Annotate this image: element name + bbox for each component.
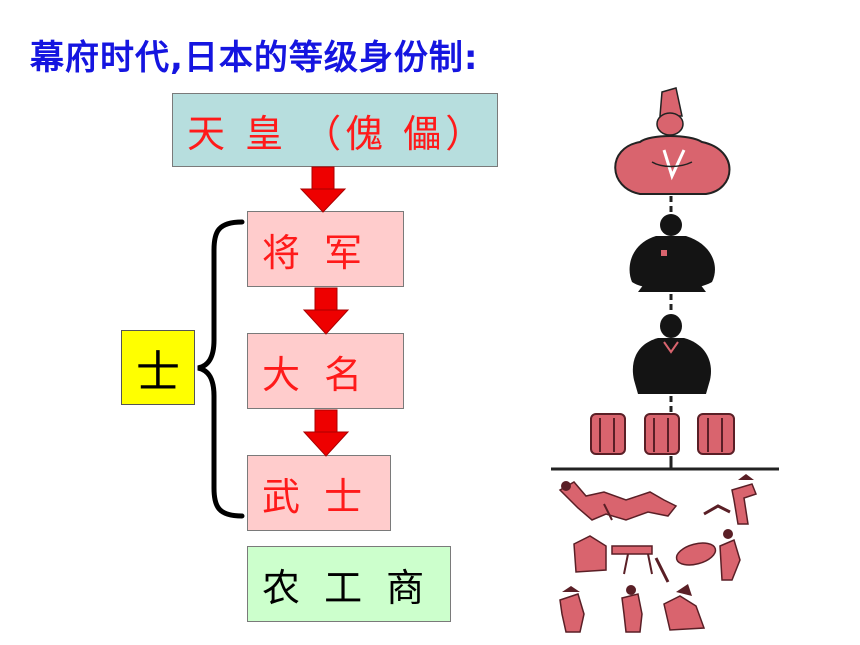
emperor-box: 天 皇 （傀 儡） xyxy=(172,93,498,167)
arrow-daimyo-to-samurai xyxy=(302,409,350,457)
daimyo-box: 大 名 xyxy=(247,333,404,409)
warrior-class-box: 士 xyxy=(121,330,195,405)
page-title: 幕府时代,日本的等级身份制: xyxy=(30,38,479,78)
arrow-shogun-to-daimyo xyxy=(302,287,350,335)
daimyo-figure xyxy=(632,314,711,394)
samurai-figures xyxy=(590,413,735,455)
shogun-box: 将 军 xyxy=(247,211,404,287)
curly-brace xyxy=(197,219,245,519)
commoners-box: 农 工 商 xyxy=(247,546,451,622)
commoners-label: 农 工 商 xyxy=(262,565,431,610)
daimyo-label: 大 名 xyxy=(262,352,369,397)
shogun-label: 将 军 xyxy=(262,230,369,275)
emperor-figure xyxy=(614,87,731,195)
emperor-label: 天 皇 （傀 儡） xyxy=(187,111,488,156)
merchant-figures xyxy=(559,584,706,633)
samurai-label: 武 士 xyxy=(262,474,369,519)
peasant-figures xyxy=(558,474,757,525)
artisan-figures xyxy=(573,529,741,583)
arrow-emperor-to-shogun xyxy=(299,166,347,213)
samurai-box: 武 士 xyxy=(247,455,391,531)
shogun-figure xyxy=(629,214,715,292)
warrior-class-label: 士 xyxy=(136,346,180,398)
